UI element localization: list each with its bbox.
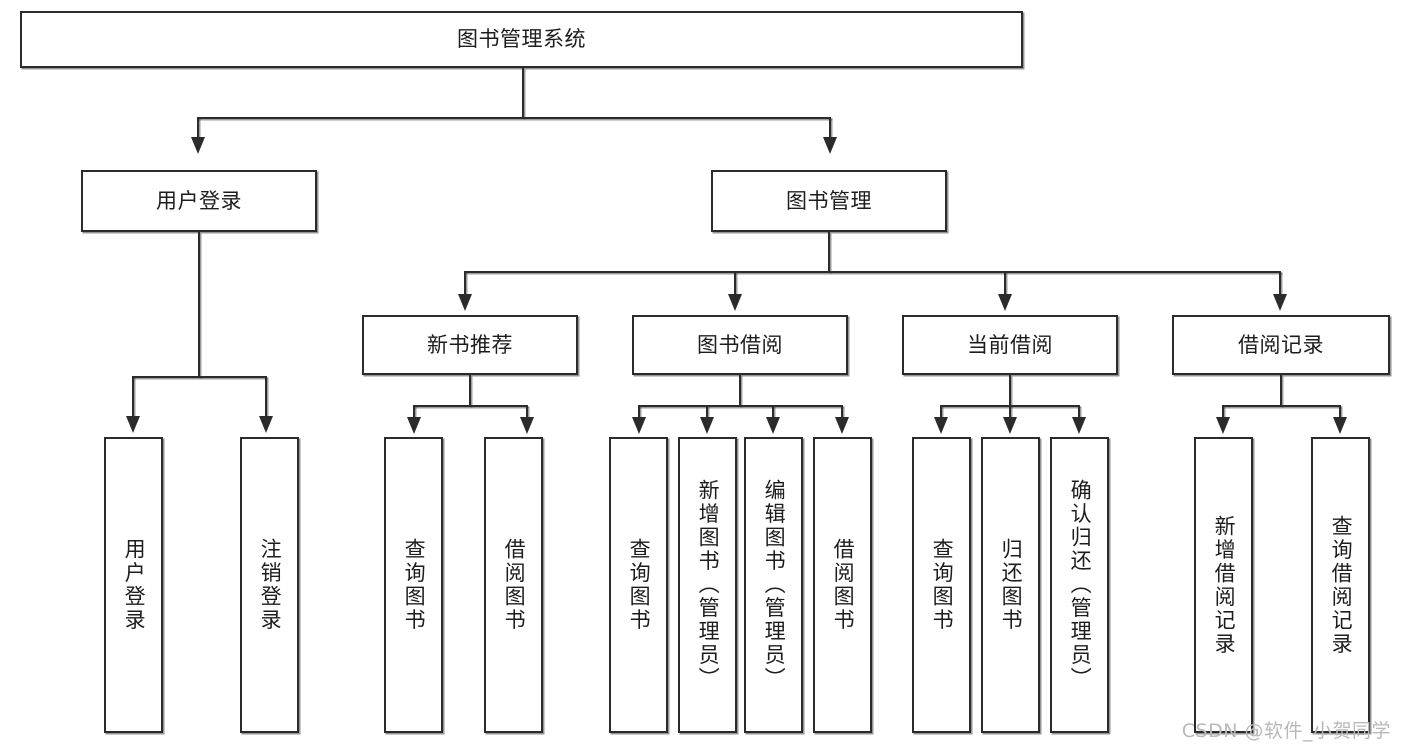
node-book-borrow[interactable]: 图书借阅 xyxy=(632,315,848,375)
leaf-bb-edit-book[interactable]: 编辑图书（管理员） xyxy=(744,437,803,733)
leaf-nbr-borrow-book[interactable]: 借阅图书 xyxy=(484,437,543,733)
arrowhead-current-borrow xyxy=(998,294,1012,311)
arrowhead-leaf-br-add xyxy=(1216,417,1230,434)
leaf-user-login[interactable]: 用户登录 xyxy=(104,437,163,733)
leaf-nbr-query-book[interactable]: 查询图书 xyxy=(384,437,443,733)
connector-drop-new-book-recommend xyxy=(464,271,466,296)
node-label: 借阅记录 xyxy=(1238,332,1324,357)
arrowhead-leaf-bb-query xyxy=(632,417,646,434)
connector-drop-leaf-cb-return xyxy=(1009,405,1011,419)
arrowhead-leaf-user-login xyxy=(126,416,140,433)
leaf-logout[interactable]: 注销登录 xyxy=(240,437,299,733)
connector-drop-leaf-br-query xyxy=(1339,405,1341,419)
leaf-cb-query-book[interactable]: 查询图书 xyxy=(912,437,971,733)
leaf-cb-confirm-return[interactable]: 确认归还（管理员） xyxy=(1050,437,1109,733)
leaf-bb-query-book[interactable]: 查询图书 xyxy=(609,437,668,733)
arrowhead-leaf-nbr-borrow xyxy=(520,417,534,434)
connector-drop-leaf-nbr-query xyxy=(413,405,415,419)
leaf-cb-return-book[interactable]: 归还图书 xyxy=(981,437,1040,733)
connector-drop-leaf-user-login xyxy=(132,376,134,418)
arrowhead-leaf-bb-borrow xyxy=(835,417,849,434)
arrowhead-leaf-cb-return xyxy=(1003,417,1017,434)
leaf-label: 查询图书 xyxy=(930,538,955,632)
connector-bus-user-login-children xyxy=(132,376,266,378)
node-current-borrow[interactable]: 当前借阅 xyxy=(902,315,1118,375)
node-new-book-recommend[interactable]: 新书推荐 xyxy=(362,315,578,375)
leaf-label: 新增借阅记录 xyxy=(1212,514,1237,656)
leaf-label: 查询图书 xyxy=(627,538,652,632)
connector-drop-book-management xyxy=(829,117,831,140)
connector-drop-leaf-bb-edit xyxy=(772,405,774,419)
connector-borrow-record-stem xyxy=(1280,375,1282,406)
connector-drop-borrow-record xyxy=(1279,271,1281,296)
connector-book-management-stem xyxy=(828,232,830,272)
connector-drop-leaf-bb-borrow xyxy=(841,405,843,419)
connector-drop-leaf-bb-query xyxy=(638,405,640,419)
leaf-label: 查询图书 xyxy=(402,538,427,632)
connector-drop-book-borrow xyxy=(734,271,736,296)
leaf-label: 新增图书（管理员） xyxy=(696,479,721,691)
node-book-management[interactable]: 图书管理 xyxy=(711,170,947,232)
leaf-label: 编辑图书（管理员） xyxy=(762,479,787,691)
leaf-label: 用户登录 xyxy=(122,538,147,632)
node-label: 新书推荐 xyxy=(427,332,513,357)
leaf-label: 借阅图书 xyxy=(502,538,527,632)
connector-drop-leaf-cb-query xyxy=(940,405,942,419)
leaf-label: 注销登录 xyxy=(258,538,283,632)
arrowhead-book-borrow xyxy=(728,294,742,311)
node-label: 图书借阅 xyxy=(697,332,783,357)
leaf-label: 查询借阅记录 xyxy=(1329,514,1354,656)
connector-drop-leaf-bb-add xyxy=(706,405,708,419)
node-label: 当前借阅 xyxy=(967,332,1053,357)
connector-drop-user-login xyxy=(197,117,199,140)
connector-bus-new-book-recommend-children xyxy=(413,405,527,407)
connector-new-book-recommend-stem xyxy=(469,375,471,406)
node-label: 图书管理系统 xyxy=(457,27,586,52)
node-root-book-management-system[interactable]: 图书管理系统 xyxy=(20,11,1023,68)
node-user-login[interactable]: 用户登录 xyxy=(81,170,317,232)
connector-drop-leaf-cb-confirm xyxy=(1078,405,1080,419)
connector-book-borrow-stem xyxy=(739,375,741,406)
arrowhead-leaf-cb-query xyxy=(934,417,948,434)
arrowhead-leaf-bb-edit xyxy=(766,417,780,434)
connector-current-borrow-stem xyxy=(1009,375,1011,406)
node-label: 图书管理 xyxy=(786,188,872,213)
connector-bus-level2 xyxy=(197,117,831,119)
connector-drop-current-borrow xyxy=(1004,271,1006,296)
node-label: 用户登录 xyxy=(156,188,242,213)
connector-bus-borrow-record-children xyxy=(1222,405,1340,407)
connector-root-stem xyxy=(522,68,524,118)
arrowhead-book-management xyxy=(823,137,837,154)
arrowhead-leaf-bb-add xyxy=(700,417,714,434)
arrowhead-leaf-cb-confirm xyxy=(1072,417,1086,434)
leaf-bb-add-book[interactable]: 新增图书（管理员） xyxy=(678,437,737,733)
arrowhead-new-book-recommend xyxy=(458,294,472,311)
arrowhead-leaf-nbr-query xyxy=(407,417,421,434)
connector-drop-leaf-logout xyxy=(265,376,267,418)
connector-bus-book-borrow-children xyxy=(638,405,842,407)
connector-bus-level3 xyxy=(464,271,1281,273)
arrowhead-leaf-logout xyxy=(259,416,273,433)
arrowhead-leaf-br-query xyxy=(1333,417,1347,434)
node-borrow-record[interactable]: 借阅记录 xyxy=(1172,315,1390,375)
leaf-br-add-record[interactable]: 新增借阅记录 xyxy=(1194,437,1253,733)
arrowhead-user-login xyxy=(191,137,205,154)
leaf-bb-borrow-book[interactable]: 借阅图书 xyxy=(813,437,872,733)
leaf-br-query-record[interactable]: 查询借阅记录 xyxy=(1311,437,1370,733)
leaf-label: 借阅图书 xyxy=(831,538,856,632)
leaf-label: 归还图书 xyxy=(999,538,1024,632)
leaf-label: 确认归还（管理员） xyxy=(1068,479,1093,691)
arrowhead-borrow-record xyxy=(1273,294,1287,311)
connector-user-login-stem xyxy=(198,232,200,377)
connector-drop-leaf-br-add xyxy=(1222,405,1224,419)
connector-drop-leaf-nbr-borrow xyxy=(526,405,528,419)
